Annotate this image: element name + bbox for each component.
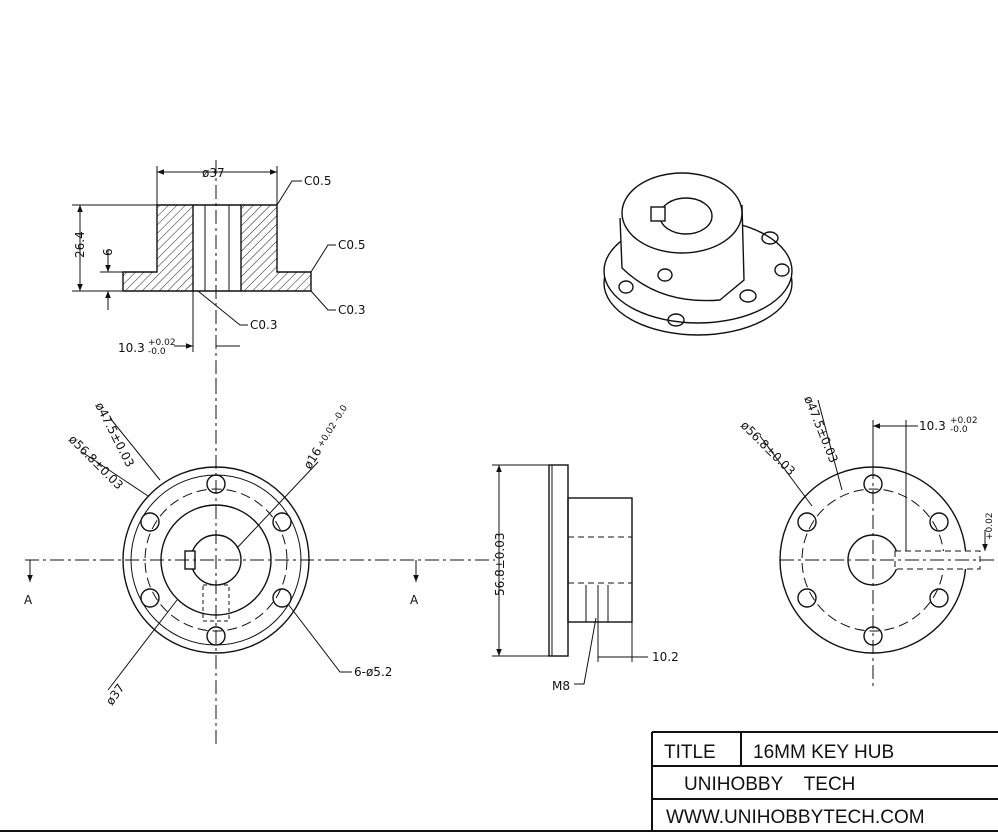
dim-keyway-width: 10.3 <box>118 341 145 355</box>
side-set-screw: M8 <box>552 679 570 693</box>
section-marker-left: A <box>24 593 33 607</box>
chamfer-flange-bottom-label: C0.3 <box>338 303 365 317</box>
right-keyway-width: 10.3 <box>919 419 946 433</box>
isometric-view <box>603 172 793 336</box>
front-holes-label: 6-ø5.2 <box>354 665 392 679</box>
chamfer-top-label: C0.5 <box>304 174 331 188</box>
dim-flange-thickness: 6 <box>101 248 115 256</box>
side-view <box>492 464 648 685</box>
front-bore-tolerance: +0.02 -0.0 <box>316 403 350 449</box>
right-bolt-circle: ø47.5±0.03 <box>801 394 841 465</box>
dim-height-total: 26.4 <box>73 231 87 258</box>
right-view <box>759 399 998 690</box>
company-name: UNIHOBBY TECH <box>684 774 855 795</box>
side-set-screw-position: 10.2 <box>652 650 679 664</box>
right-keyway-tol-lower: -0.0 <box>950 425 968 435</box>
section-view <box>72 160 336 380</box>
chamfer-bore-label: C0.3 <box>250 318 277 332</box>
front-bore-diameter: ø16 <box>301 445 325 472</box>
tol-keyway-lower: -0.0 <box>148 347 166 357</box>
tol-keyway-upper: +0.02 <box>148 338 176 348</box>
title-value: 16MM KEY HUB <box>753 742 894 763</box>
front-hub-diameter: ø37 <box>103 681 127 708</box>
right-keyway-tol-upper: +0.02 <box>950 416 978 426</box>
right-keyway-depth-tol: +0.02 <box>985 512 995 540</box>
side-outer-diameter: 56.8±0.03 <box>493 533 507 597</box>
title-block <box>0 731 998 832</box>
right-outer-diameter: ø56.8±0.03 <box>738 418 798 478</box>
front-view <box>25 380 495 745</box>
title-label: TITLE <box>664 742 716 763</box>
dim-top-diameter: ø37 <box>202 166 225 180</box>
chamfer-flange-top-label: C0.5 <box>338 238 365 252</box>
company-website: WWW.UNIHOBBYTECH.COM <box>666 807 925 828</box>
section-marker-right: A <box>410 593 419 607</box>
